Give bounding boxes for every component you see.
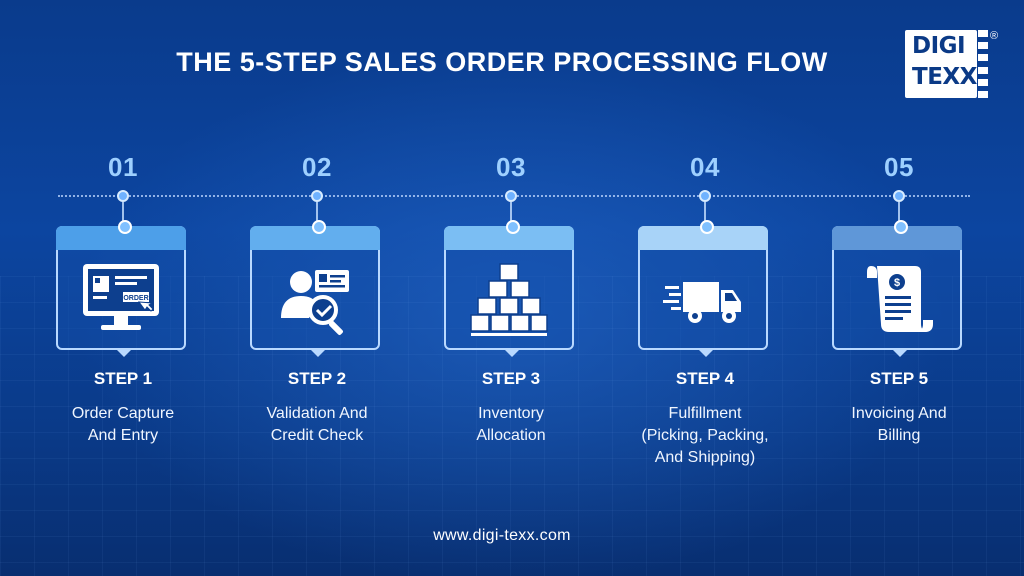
logo-film-strip [978, 30, 988, 98]
user-verification-icon [281, 270, 349, 335]
order-tag-text: ORDER [123, 295, 148, 302]
step-card [638, 220, 768, 357]
page-title: THE 5-STEP SALES ORDER PROCESSING FLOW [176, 47, 828, 77]
step-number: 03 [496, 152, 526, 182]
card-dot [312, 220, 326, 234]
step-label: STEP 1 [93, 369, 153, 388]
step-card: $ [832, 220, 962, 357]
card-pointer [310, 349, 326, 357]
step-description: Fulfillment (Picking, Packing, And Shipp… [641, 405, 769, 466]
step-card [250, 220, 380, 357]
logo-line-2: TEXX [912, 64, 977, 90]
dollar-symbol: $ [894, 277, 900, 289]
stacked-boxes-icon [470, 263, 548, 336]
timeline-dot [505, 190, 517, 202]
timeline-dot [699, 190, 711, 202]
step-description: Order Capture And Entry [71, 405, 175, 444]
timeline-dot [117, 190, 129, 202]
step-number: 02 [302, 152, 332, 182]
card-dot [700, 220, 714, 234]
step-number: 05 [884, 152, 914, 182]
step-label: STEP 2 [287, 369, 347, 388]
digitexx-logo: DIGI TEXX [905, 30, 977, 98]
timeline-connector [898, 202, 900, 224]
delivery-truck-icon [663, 282, 741, 323]
step-label: STEP 5 [869, 369, 929, 388]
step-description: Invoicing And Billing [851, 405, 947, 444]
card-pointer [892, 349, 908, 357]
step-number: 01 [108, 152, 138, 182]
timeline-dot [311, 190, 323, 202]
invoice-receipt-icon: $ [867, 266, 933, 332]
step-label: STEP 4 [675, 369, 735, 388]
card-pointer [504, 349, 520, 357]
step-card: ORDER [56, 220, 186, 357]
computer-order-icon: ORDER [83, 264, 159, 330]
timeline-connector [510, 202, 512, 224]
step-card [444, 220, 574, 357]
timeline-connector [704, 202, 706, 224]
timeline-dot [893, 190, 905, 202]
card-dot [894, 220, 908, 234]
step-description: Validation And Credit Check [266, 405, 368, 444]
step-number: 04 [690, 152, 720, 182]
step-description: Inventory Allocation [476, 405, 546, 444]
website-url[interactable]: www.digi-texx.com [433, 527, 571, 544]
step-label: STEP 3 [481, 369, 541, 388]
timeline-connector [316, 202, 318, 224]
card-dot [506, 220, 520, 234]
timeline-connector [122, 202, 124, 224]
card-pointer [116, 349, 132, 357]
registered-mark: ® [990, 30, 999, 42]
card-dot [118, 220, 132, 234]
logo-line-1: DIGI [912, 33, 966, 59]
card-pointer [698, 349, 714, 357]
